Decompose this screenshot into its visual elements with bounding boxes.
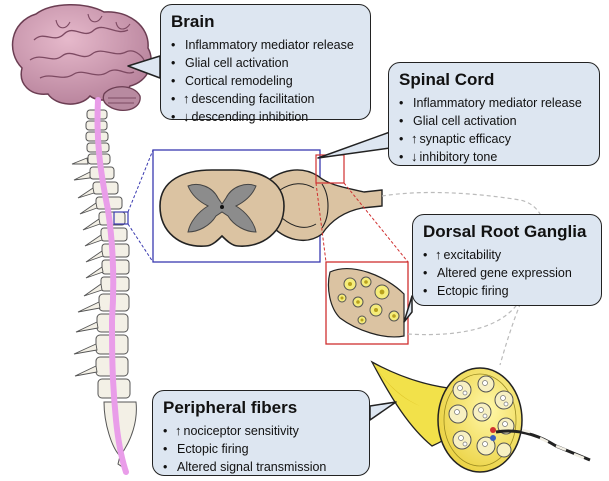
list-item: •Altered gene expression — [423, 266, 572, 280]
list-item: •Inflammatory mediator release — [399, 96, 582, 110]
brain-list: •Inflammatory mediator release •Glial ce… — [171, 36, 360, 126]
down-arrow-icon: ↓ — [411, 149, 418, 164]
list-item: •Glial cell activation — [399, 114, 517, 128]
list-item: •Glial cell activation — [171, 56, 289, 70]
drg-callout: Dorsal Root Ganglia •↑excitability •Alte… — [412, 214, 602, 306]
drg-list: •↑excitability •Altered gene expression … — [423, 246, 591, 300]
up-arrow-icon: ↑ — [435, 247, 442, 262]
list-item: •↑synaptic efficacy — [399, 131, 511, 146]
up-arrow-icon: ↑ — [411, 131, 418, 146]
list-item: •Altered signal transmission — [163, 460, 327, 474]
spinal-cord-line — [94, 97, 129, 475]
list-item: •↑descending facilitation — [171, 91, 315, 106]
list-item: •↓inhibitory tone — [399, 149, 498, 164]
peripheral-list: •↑nociceptor sensitivity •Ectopic firing… — [163, 422, 359, 476]
list-item: •Ectopic firing — [423, 284, 509, 298]
list-item: •Ectopic firing — [163, 442, 249, 456]
spinal-cord-list: •Inflammatory mediator release •Glial ce… — [399, 94, 589, 166]
list-item: •↓descending inhibition — [171, 109, 309, 124]
down-arrow-icon: ↓ — [183, 109, 190, 124]
list-item: •↑excitability — [423, 247, 502, 262]
list-item: •Cortical remodeling — [171, 74, 293, 88]
vertebral-column — [71, 109, 137, 470]
drg-title: Dorsal Root Ganglia — [423, 222, 587, 241]
spinal-cord-callout: Spinal Cord •Inflammatory mediator relea… — [388, 62, 600, 166]
spine-selection-box — [113, 211, 129, 225]
up-arrow-icon: ↑ — [175, 423, 182, 438]
peripheral-nerve-illustration — [370, 360, 591, 473]
peripheral-title: Peripheral fibers — [163, 398, 298, 417]
brain-title: Brain — [171, 12, 215, 31]
spinal-cord-title: Spinal Cord — [399, 70, 495, 89]
peripheral-callout: Peripheral fibers •↑nociceptor sensitivi… — [152, 390, 370, 476]
drg-zoom-illustration — [327, 268, 405, 338]
spinal-cord-cross-section — [159, 169, 383, 247]
list-item: •↑nociceptor sensitivity — [163, 423, 299, 438]
brain-callout: Brain •Inflammatory mediator release •Gl… — [160, 4, 371, 124]
up-arrow-icon: ↑ — [183, 91, 190, 106]
brain-illustration — [11, 4, 152, 111]
list-item: •Inflammatory mediator release — [171, 38, 354, 52]
